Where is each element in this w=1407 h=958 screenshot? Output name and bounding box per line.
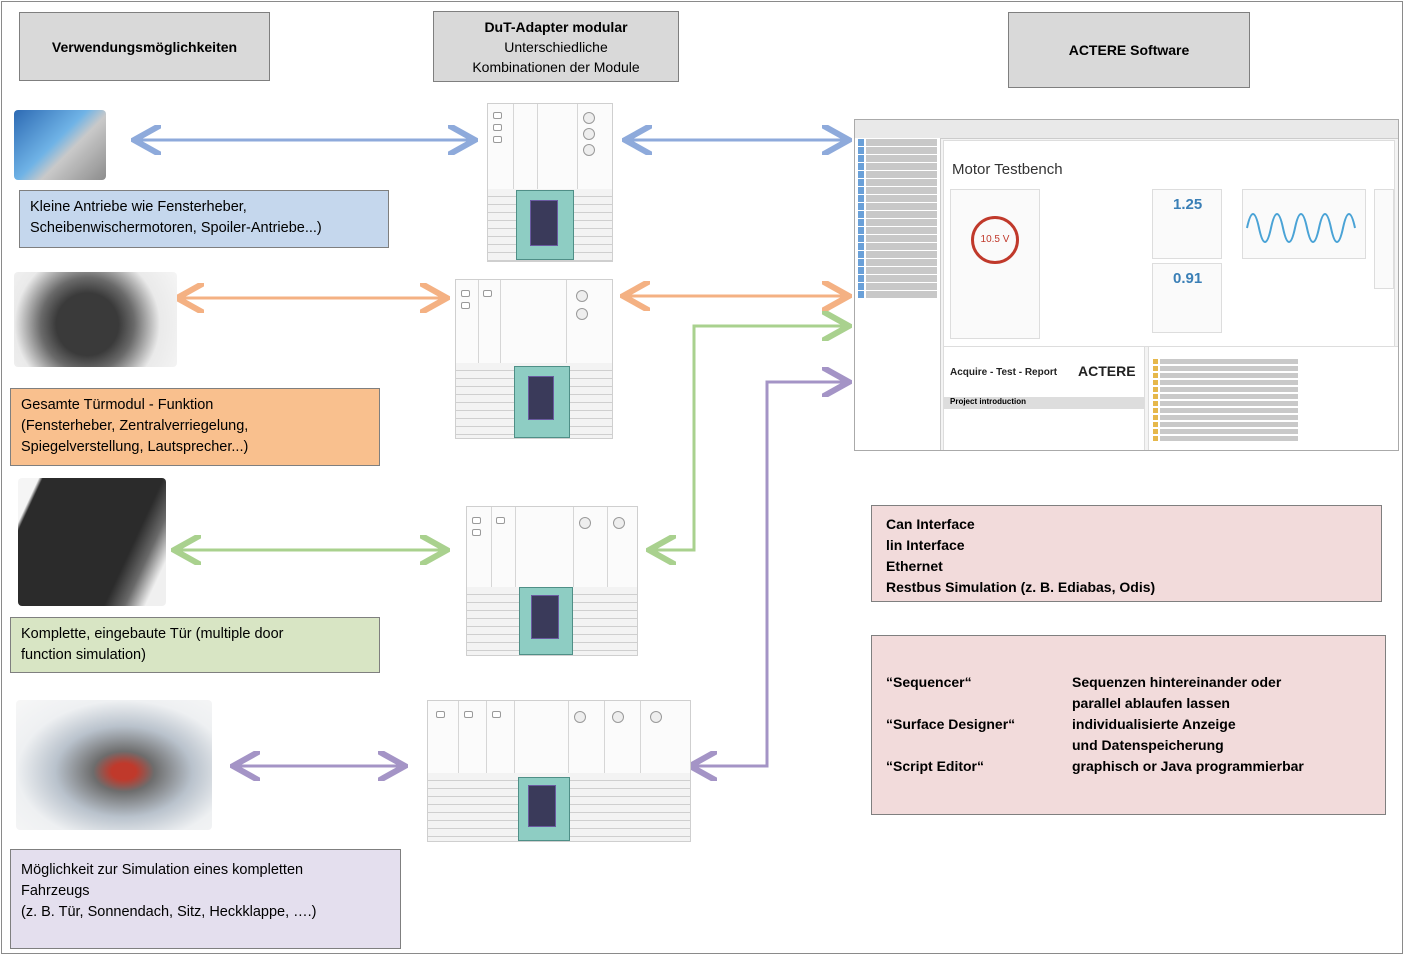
interface-restbus: Restbus Simulation (z. B. Ediabas, Odis): [886, 579, 1156, 595]
value-readout-1: 1.25: [1173, 196, 1203, 213]
usecase-3-line1: Komplette, eingebaute Tür (multiple door: [21, 626, 284, 642]
usecase-1-line1: Kleine Antriebe wie Fensterheber,: [30, 199, 247, 215]
usecase-small-drives: Kleine Antriebe wie Fensterheber, Scheib…: [19, 190, 389, 248]
adapter-module-2: [455, 279, 613, 439]
interfaces-box: Can Interface lin Interface Ethernet Res…: [871, 505, 1382, 602]
usecase-complete-door: Komplette, eingebaute Tür (multiple door…: [10, 617, 380, 673]
power-supply-panel: 10.5 V: [950, 189, 1040, 339]
sine-wave: [1246, 213, 1356, 243]
header-software: ACTERE Software: [1008, 12, 1250, 88]
header-uses: Verwendungsmöglichkeiten: [19, 12, 270, 81]
motor-photo: [14, 110, 106, 180]
report-panel: Acquire - Test - Report ACTERE Project i…: [943, 346, 1145, 450]
value-panel-2: 0.91: [1152, 263, 1222, 333]
adapter-module-3: [466, 506, 638, 656]
usecase-4-line3: (z. B. Tür, Sonnendach, Sitz, Heckklappe…: [21, 904, 317, 920]
value-readout-2: 0.91: [1173, 270, 1203, 287]
software-project-tree: [855, 138, 941, 450]
software-dashboard: Motor Testbench 10.5 V 1.25 0.91: [943, 140, 1395, 347]
report-title: Acquire - Test - Report: [950, 367, 1058, 378]
usecase-1-line2: Scheibenwischermotoren, Spoiler-Antriebe…: [30, 220, 322, 236]
interface-lin: lin Interface: [886, 537, 965, 553]
tool-surface-desc2: und Datenspeicherung: [1072, 737, 1224, 753]
usecase-3-line2: function simulation): [21, 647, 146, 663]
usecase-door-module: Gesamte Türmodul - Funktion (Fensterhebe…: [10, 388, 380, 466]
brand-logo: ACTERE: [1078, 363, 1136, 379]
sine-chart-panel: [1242, 189, 1366, 259]
tool-script-desc1: graphisch or Java programmierbar: [1072, 758, 1304, 774]
tool-surface-name: “Surface Designer“: [886, 716, 1016, 732]
arrow-green-right: [652, 326, 846, 550]
tool-sequencer-desc2: parallel ablaufen lassen: [1072, 695, 1230, 711]
header-adapter-line2: Unterschiedliche: [504, 38, 608, 55]
software-titlebar: [855, 120, 1398, 139]
pie-chart-panel: [1374, 189, 1394, 289]
tool-sequencer-name: “Sequencer“: [886, 674, 972, 690]
car-photo: [16, 700, 212, 830]
usecase-complete-vehicle: Möglichkeit zur Simulation eines komplet…: [10, 849, 401, 949]
dashboard-title: Motor Testbench: [952, 161, 1063, 178]
tool-sequencer-desc1: Sequenzen hintereinander oder: [1072, 674, 1282, 690]
tool-script-name: “Script Editor“: [886, 758, 985, 774]
usecase-2-line3: Spiegelverstellung, Lautsprecher...): [21, 439, 249, 455]
tools-box: “Sequencer“ Sequenzen hintereinander ode…: [871, 635, 1386, 815]
software-screenshot: Motor Testbench 10.5 V 1.25 0.91 Acquire…: [854, 119, 1399, 451]
usecase-2-line2: (Fensterheber, Zentralverriegelung,: [21, 418, 249, 434]
adapter-module-1: [487, 103, 613, 262]
door-photo: [18, 478, 166, 606]
adapter-module-4: [427, 700, 691, 842]
header-adapter: DuT-Adapter modular Unterschiedliche Kom…: [433, 11, 679, 82]
project-section: Project introduction: [944, 397, 1144, 409]
header-adapter-line3: Kombinationen der Module: [472, 58, 640, 75]
header-software-label: ACTERE Software: [1068, 42, 1190, 58]
log-panel: [1148, 346, 1398, 450]
header-adapter-title: DuT-Adapter modular: [484, 18, 628, 35]
usecase-4-line1: Möglichkeit zur Simulation eines komplet…: [21, 862, 304, 878]
door-module-photo: [14, 272, 177, 367]
interface-ethernet: Ethernet: [886, 558, 943, 574]
header-uses-label: Verwendungsmöglichkeiten: [51, 38, 238, 55]
interface-can: Can Interface: [886, 516, 975, 532]
tool-surface-desc1: individualisierte Anzeige: [1072, 716, 1236, 732]
value-panel-1: 1.25: [1152, 189, 1222, 259]
usecase-2-line1: Gesamte Türmodul - Funktion: [21, 397, 214, 413]
voltage-gauge: 10.5 V: [971, 216, 1019, 264]
arrow-purple-right: [693, 382, 846, 766]
usecase-4-line2: Fahrzeugs: [21, 883, 90, 899]
